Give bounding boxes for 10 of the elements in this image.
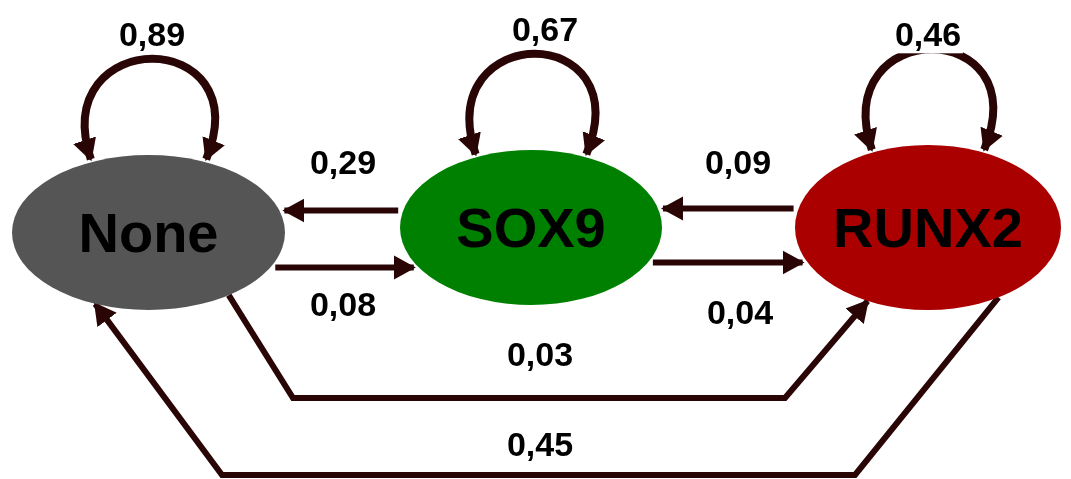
state-label: None bbox=[78, 200, 219, 265]
self-loop-arrow bbox=[460, 49, 604, 157]
arrow bbox=[282, 198, 399, 223]
arrow bbox=[92, 295, 1001, 478]
arrow bbox=[226, 293, 870, 401]
state-label: SOX9 bbox=[456, 195, 606, 260]
self-loop-arrow bbox=[75, 54, 223, 162]
state-label: RUNX2 bbox=[833, 195, 1023, 260]
arrow bbox=[661, 196, 794, 221]
arrow bbox=[652, 250, 805, 275]
